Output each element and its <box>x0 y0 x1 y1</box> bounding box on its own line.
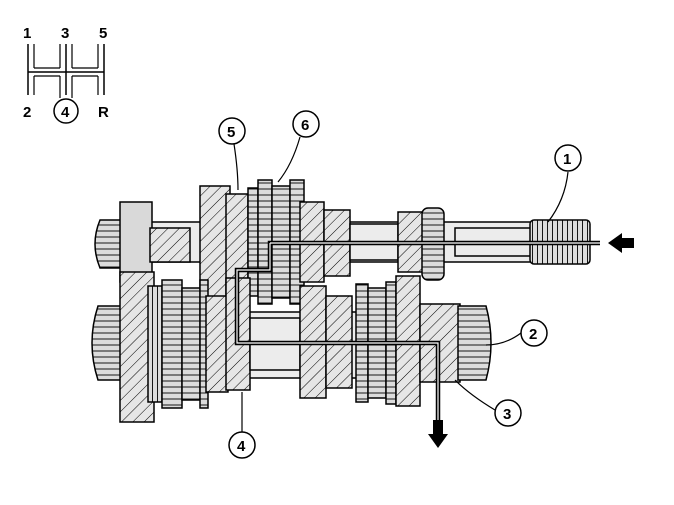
callout-1: 1 <box>547 144 582 223</box>
arrow-down-icon <box>428 420 448 448</box>
arrow-left-icon <box>608 233 634 253</box>
shift-label-5: 5 <box>99 25 107 42</box>
svg-text:4: 4 <box>237 438 246 455</box>
shift-label-2: 2 <box>23 104 31 121</box>
svg-text:2: 2 <box>529 326 537 343</box>
svg-text:1: 1 <box>563 151 571 168</box>
shift-label-4: 4 <box>61 104 70 121</box>
svg-text:5: 5 <box>227 124 235 141</box>
callout-5: 5 <box>218 117 246 191</box>
shift-label-3: 3 <box>61 25 69 42</box>
shift-pattern: 1 3 5 2 4 R <box>23 25 109 124</box>
power-flow-path <box>234 240 600 420</box>
callout-6: 6 <box>277 110 320 183</box>
callout-2: 2 <box>485 319 548 347</box>
selected-gear-circle <box>53 98 79 124</box>
callout-3: 3 <box>454 379 522 427</box>
shift-label-r: R <box>98 104 109 121</box>
svg-text:6: 6 <box>301 117 309 134</box>
svg-text:3: 3 <box>503 406 511 423</box>
shift-label-1: 1 <box>23 25 31 42</box>
callout-4: 4 <box>228 392 256 459</box>
